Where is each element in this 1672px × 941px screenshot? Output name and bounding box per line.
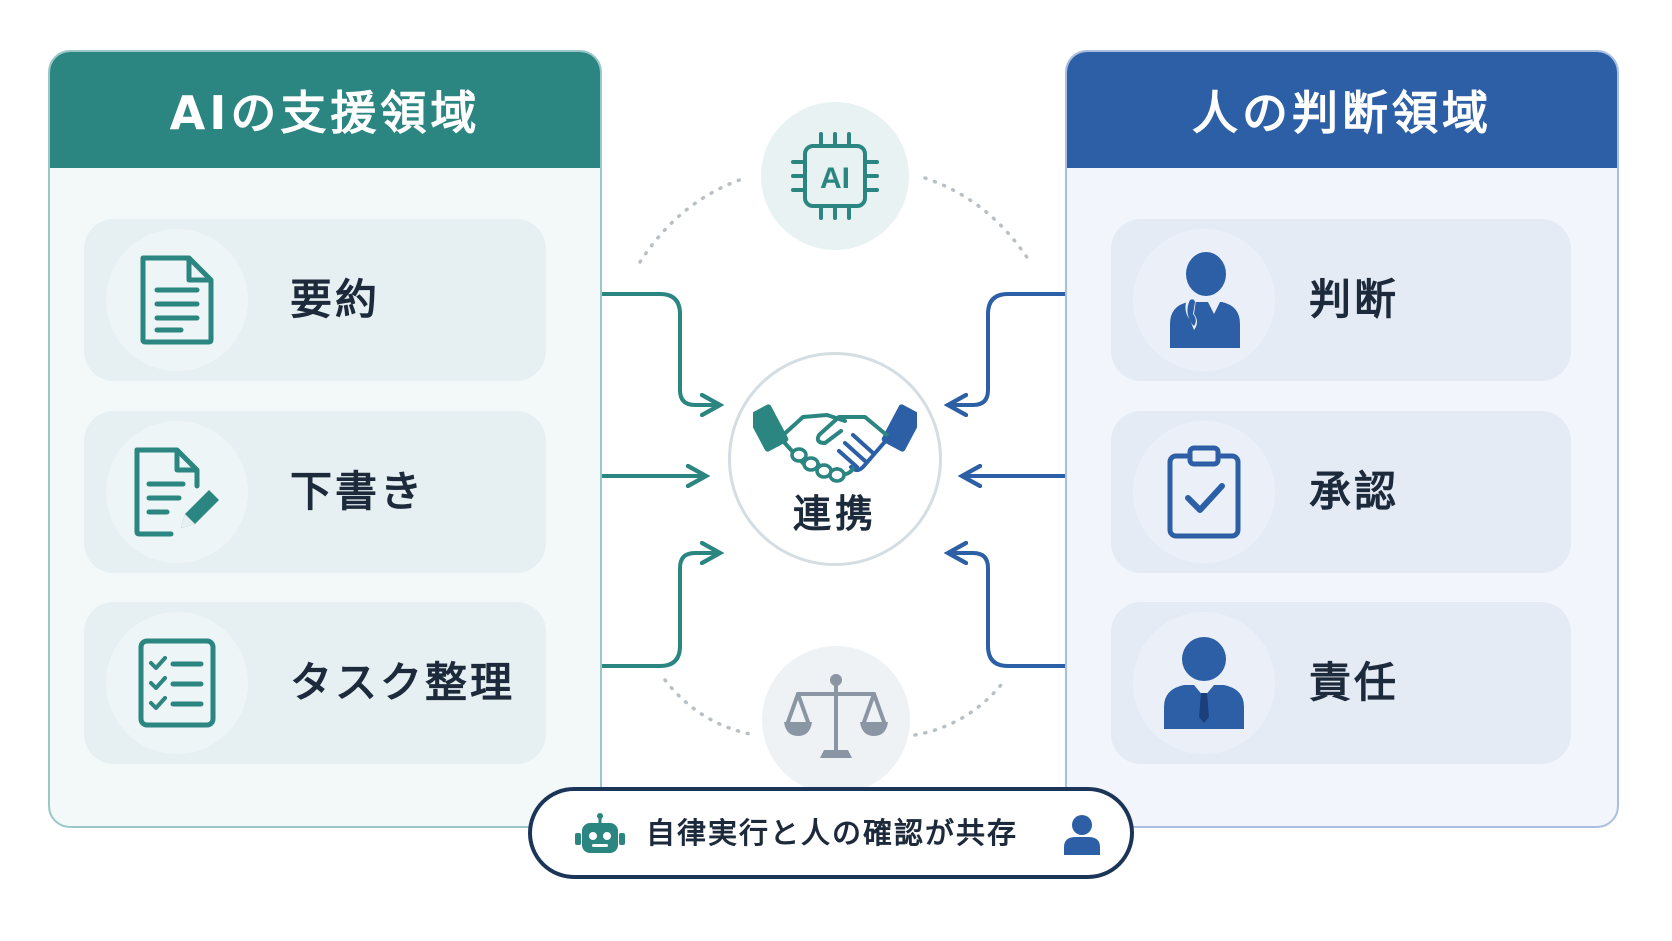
human-item-approval: 承認 bbox=[1111, 411, 1571, 573]
dotted-arc-bottom-right bbox=[913, 678, 1007, 737]
human-judgment-title: 人の判断領域 bbox=[1067, 52, 1617, 168]
ai-chip-text: AI bbox=[820, 162, 850, 195]
clipboard-check-icon bbox=[1133, 421, 1275, 563]
coexistence-text: 自律実行と人の確認が共存 bbox=[646, 816, 1019, 850]
human-item-responsibility: 責任 bbox=[1111, 602, 1571, 764]
checklist-icon bbox=[106, 612, 248, 754]
ai-item-label: 下書き bbox=[290, 467, 426, 516]
ai-item-draft: 下書き bbox=[84, 411, 546, 573]
business-person-icon bbox=[1133, 612, 1275, 754]
person-icon bbox=[1062, 813, 1102, 857]
dotted-arc-top-left bbox=[638, 176, 747, 264]
ai-chip-icon: AI bbox=[761, 102, 909, 250]
dotted-arc-bottom-left bbox=[663, 678, 757, 737]
ai-item-label: 要約 bbox=[290, 275, 381, 324]
ai-support-title: AIの支援領域 bbox=[50, 52, 600, 168]
arrow-left-1 bbox=[545, 292, 720, 405]
dotted-arc-top-right bbox=[923, 176, 1032, 264]
document-icon bbox=[106, 229, 248, 371]
thinking-person-icon bbox=[1133, 229, 1275, 371]
arrow-right-3 bbox=[948, 553, 1106, 668]
arrow-left-3 bbox=[545, 553, 720, 668]
human-judgment-panel: 人の判断領域 判断 承認 bbox=[1065, 50, 1619, 828]
human-item-label: 判断 bbox=[1309, 275, 1400, 324]
scales-icon bbox=[762, 646, 910, 794]
document-edit-icon bbox=[106, 421, 248, 563]
ai-item-task-organize: タスク整理 bbox=[84, 602, 546, 764]
collaboration-hub: 連携 bbox=[728, 352, 942, 566]
human-item-label: 承認 bbox=[1309, 467, 1400, 516]
ai-support-panel: AIの支援領域 要約 bbox=[48, 50, 602, 828]
robot-icon bbox=[574, 813, 626, 857]
ai-item-label: タスク整理 bbox=[290, 658, 516, 707]
ai-item-summary: 要約 bbox=[84, 219, 546, 381]
arrow-right-1 bbox=[948, 292, 1106, 405]
human-item-judgment: 判断 bbox=[1111, 219, 1571, 381]
collaboration-label: 連携 bbox=[792, 492, 877, 536]
coexistence-banner: 自律実行と人の確認が共存 bbox=[528, 787, 1134, 879]
handshake-icon bbox=[753, 391, 917, 485]
human-item-label: 責任 bbox=[1309, 658, 1400, 707]
